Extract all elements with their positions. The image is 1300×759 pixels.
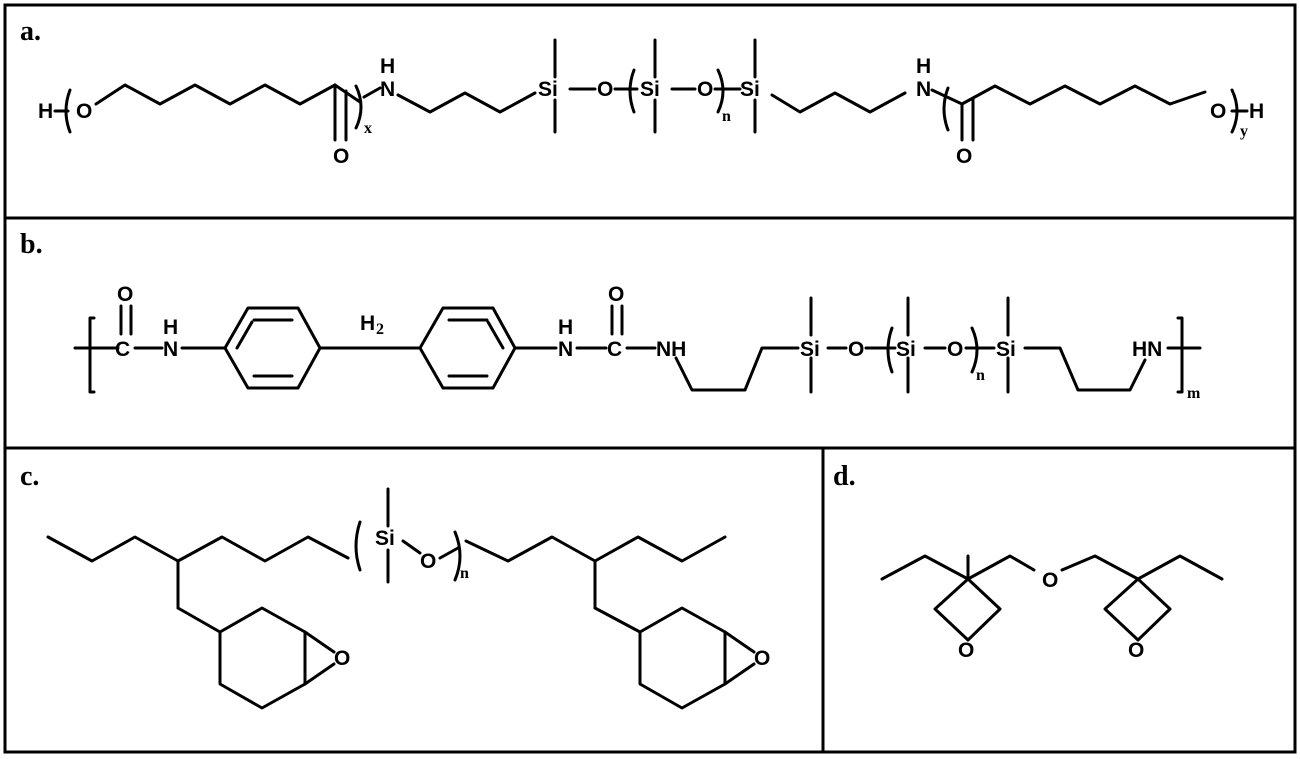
atom-si-b2: Si — [896, 338, 916, 361]
atom-o-d-oxetane2: O — [1128, 639, 1144, 662]
oxetane-ring-d2 — [1103, 577, 1172, 642]
atom-o-a-carbonyl2: O — [956, 145, 972, 168]
atom-nh-b: NH — [656, 338, 686, 361]
atom-o-b3: O — [848, 338, 864, 361]
subscript-y: y — [1240, 123, 1248, 140]
atom-o-a2: O — [597, 78, 613, 101]
subscript-2-b: 2 — [376, 321, 384, 338]
atom-n-a2: N — [916, 78, 931, 101]
atom-si-b1: Si — [800, 338, 820, 361]
oxetane-ring-d1 — [933, 577, 1002, 642]
atom-h-b1: H — [163, 316, 178, 339]
figure-border — [3, 3, 1297, 754]
subscript-n-a: n — [722, 108, 731, 125]
atom-o-d-ether: O — [1042, 569, 1058, 592]
subscript-n-c: n — [460, 565, 469, 582]
structure-c: O Si O n O — [46, 487, 770, 710]
atom-si-a3: Si — [740, 78, 760, 101]
atom-h-right: H — [1249, 100, 1264, 123]
bracket-close-n-c — [453, 530, 462, 582]
bracket-close-x — [354, 84, 363, 130]
atom-h-a1: H — [380, 55, 395, 78]
structure-a: H O O x H N Si O Si O n Si H N — [38, 38, 1264, 168]
atom-n-b1: N — [163, 338, 178, 361]
atom-o-b1: O — [117, 283, 133, 306]
structure-b: C O H N H 2 H N C O NH Si O — [73, 283, 1202, 402]
atom-h-b2: H — [558, 316, 573, 339]
bracket-open-n-a — [628, 68, 636, 114]
bracket-open-n-b — [886, 326, 894, 374]
subscript-n-b: n — [976, 367, 985, 384]
structure-d: O O O — [880, 554, 1224, 662]
panel-label-a: a. — [20, 16, 41, 47]
bracket-open-x — [64, 88, 72, 134]
bracket-open-y — [942, 86, 950, 132]
atom-n-b2: N — [558, 338, 573, 361]
atom-c-b1: C — [115, 338, 130, 361]
atom-n-a1: N — [380, 78, 395, 101]
panel-label-c: c. — [20, 461, 39, 492]
panel-label-d: d. — [833, 461, 856, 492]
bracket-close-n-a — [716, 68, 725, 114]
panel-label-b: b. — [20, 229, 43, 260]
cyclohexane-ring-c1 — [218, 606, 307, 710]
atom-o-a1: O — [76, 100, 92, 123]
bracket-open-m — [88, 316, 96, 394]
atom-o-d-oxetane1: O — [958, 639, 974, 662]
subscript-x: x — [364, 120, 372, 137]
atom-hn-b: HN — [1132, 338, 1162, 361]
atom-si-a2: Si — [640, 78, 660, 101]
bracket-close-m — [1176, 316, 1184, 394]
atom-si-c: Si — [375, 527, 395, 550]
bracket-open-n-c — [354, 520, 362, 572]
atom-si-b3: Si — [996, 338, 1016, 361]
atom-si-a1: Si — [538, 78, 558, 101]
atom-c-b2: C — [607, 338, 622, 361]
atom-o-a4: O — [1210, 100, 1226, 123]
atom-h-a2: H — [916, 55, 931, 78]
subscript-m: m — [1187, 385, 1201, 402]
atom-o-a3: O — [697, 78, 713, 101]
cyclohexane-ring-c2 — [638, 606, 727, 710]
atom-o-c-epoxide2: O — [754, 647, 770, 670]
atom-o-c-epoxide1: O — [334, 647, 350, 670]
bracket-close-n-b — [970, 326, 979, 374]
atom-o-a-carbonyl1: O — [333, 145, 349, 168]
atom-o-c-siloxane: O — [420, 550, 436, 573]
atom-h-left: H — [38, 100, 53, 123]
atom-o-b4: O — [947, 338, 963, 361]
atom-o-b2: O — [608, 283, 624, 306]
atom-ch2-b: H — [360, 312, 375, 335]
